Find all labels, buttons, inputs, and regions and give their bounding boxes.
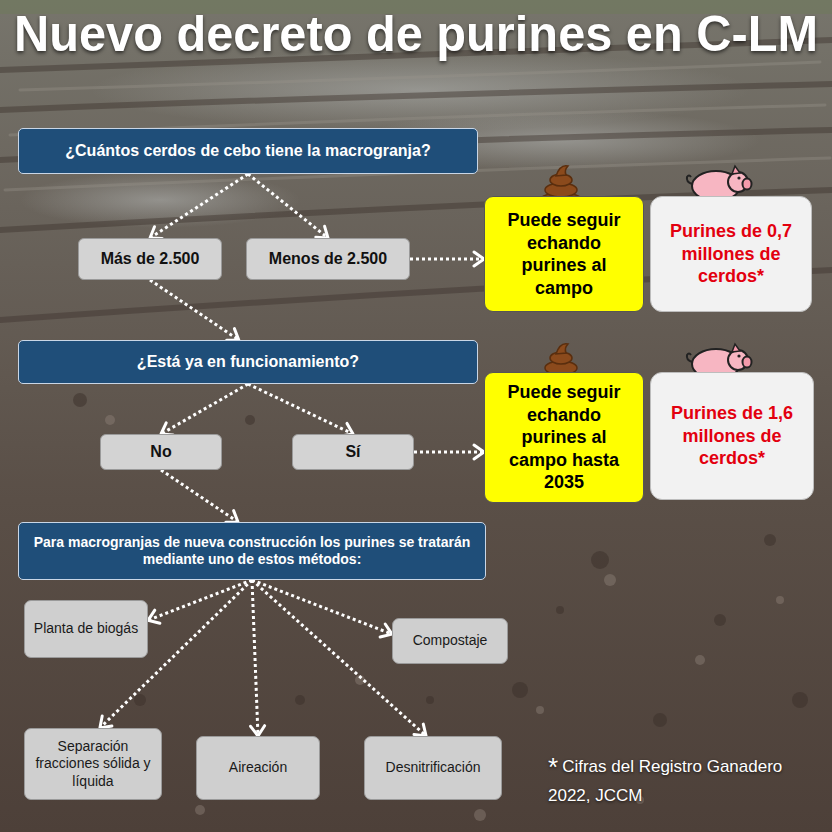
arrow-head — [474, 252, 484, 266]
arrow-head — [474, 445, 484, 459]
dotted-arrow — [252, 580, 392, 637]
dotted-arrow — [148, 580, 252, 623]
node-text: Más de 2.500 — [101, 250, 200, 268]
outcome-box: Puede seguir echando purines al campo — [484, 196, 644, 312]
dotted-line — [248, 174, 328, 238]
arrow-head — [100, 716, 112, 728]
question-box: ¿Está ya en funcionamiento? — [18, 340, 478, 384]
arrow-head — [251, 726, 265, 736]
dotted-arrow — [161, 470, 238, 522]
node-text: Planta de biogás — [34, 620, 138, 638]
dotted-arrow — [410, 252, 484, 266]
dotted-line — [248, 384, 353, 434]
arrow-head — [380, 624, 392, 637]
arrow-head — [150, 227, 162, 239]
node-text: Aireación — [229, 759, 287, 777]
dotted-arrow — [414, 445, 484, 459]
title: Nuevo decreto de purines en C-LM — [14, 4, 818, 64]
dotted-line — [414, 451, 484, 454]
dotted-line — [161, 470, 238, 522]
dotted-line — [148, 580, 252, 620]
dotted-line — [252, 580, 392, 634]
answer-box: Más de 2.500 — [78, 238, 222, 280]
footnote: *Cifras del Registro Ganadero 2022, JCCM — [548, 750, 820, 808]
outcome-box: Puede seguir echando purines al campo ha… — [484, 372, 644, 503]
method-box: Separación fracciones sólida y líquida — [24, 728, 162, 800]
method-box: Compostaje — [392, 618, 508, 664]
node-text: Separación fracciones sólida y líquida — [31, 738, 155, 791]
arrow-head — [227, 329, 239, 341]
method-box: Aireación — [196, 736, 320, 800]
method-box: Desnitrificación — [364, 736, 502, 800]
dotted-arrow — [251, 580, 265, 736]
arrow-head — [148, 610, 160, 623]
info-box: Para macrogranjas de nueva construcción … — [18, 522, 486, 580]
node-text: ¿Está ya en funcionamiento? — [137, 352, 359, 372]
dotted-line — [252, 580, 258, 736]
dotted-line — [150, 280, 239, 340]
node-text: ¿Cuántos cerdos de cebo tiene la macrogr… — [65, 141, 430, 161]
node-text: Puede seguir echando purines al campo ha… — [493, 381, 635, 494]
node-text: Purines de 0,7 millones de cerdos* — [659, 220, 803, 288]
node-text: Compostaje — [413, 632, 488, 650]
arrow-head — [414, 724, 426, 736]
answer-box: No — [100, 434, 222, 470]
node-text: Para macrogranjas de nueva construcción … — [33, 534, 471, 569]
answer-box: Menos de 2.500 — [246, 238, 410, 280]
method-box: Planta de biogás — [24, 600, 148, 658]
node-text: Desnitrificación — [386, 759, 481, 777]
node-text: Purines de 1,6 millones de cerdos* — [659, 402, 805, 470]
dotted-arrow — [248, 174, 328, 238]
node-text: Sí — [345, 443, 360, 461]
node-text: Puede seguir echando purines al campo — [493, 209, 635, 299]
arrow-head — [316, 226, 328, 238]
node-text: No — [150, 443, 171, 461]
answer-box: Sí — [292, 434, 414, 470]
dotted-line — [161, 384, 248, 434]
footnote-text: Cifras del Registro Ganadero 2022, JCCM — [548, 757, 782, 805]
footnote-mark: * — [548, 752, 558, 782]
dotted-arrow — [161, 384, 248, 435]
dotted-arrow — [150, 174, 248, 238]
figure-box: Purines de 0,7 millones de cerdos* — [650, 196, 812, 312]
dotted-line — [410, 258, 484, 261]
dotted-arrow — [248, 384, 353, 436]
arrow-head — [226, 511, 238, 523]
dotted-line — [150, 174, 248, 238]
question-box: ¿Cuántos cerdos de cebo tiene la macrogr… — [18, 128, 478, 174]
dotted-arrow — [150, 280, 239, 340]
figure-box: Purines de 1,6 millones de cerdos* — [650, 372, 814, 500]
node-text: Menos de 2.500 — [269, 250, 387, 268]
